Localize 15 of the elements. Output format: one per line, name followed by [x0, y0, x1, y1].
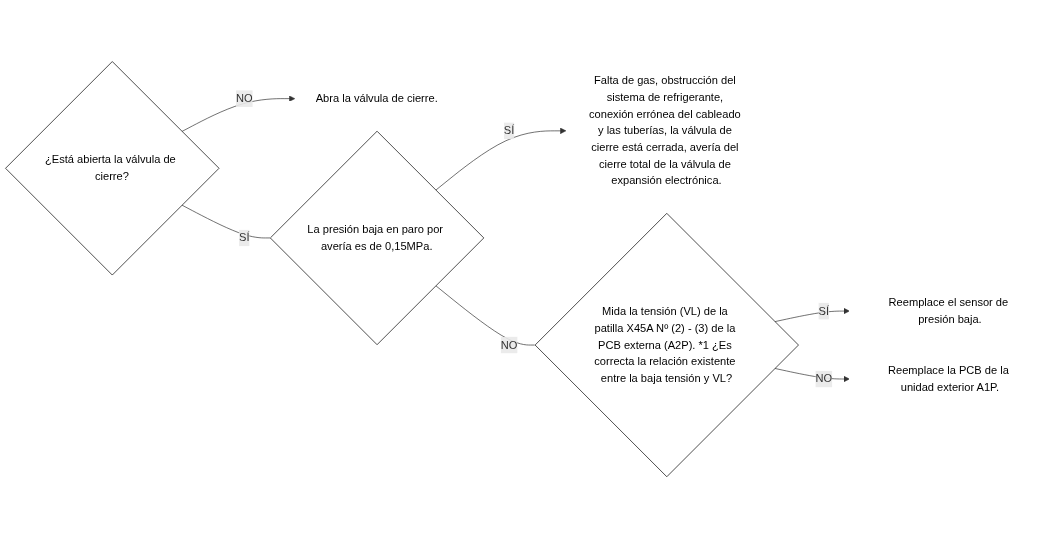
node-text: Reemplace el sensor de presión baja. [888, 296, 1009, 325]
node-text: Reemplace la PCB de la unidad exterior A1P. [887, 364, 1009, 393]
edge-label: SÍ [503, 124, 515, 137]
node-diamond: La presión baja en paro por avería es de 0,15MPa. [270, 130, 485, 345]
connector [435, 285, 536, 346]
connector [181, 204, 271, 239]
edge-label: SÍ [239, 231, 250, 244]
edge-label: SÍ [818, 304, 830, 317]
edge-label: NO [236, 92, 253, 105]
node-diamond: ¿Está abierta la válvula de cierre? [5, 61, 220, 276]
edge-label: NO [500, 338, 518, 351]
edge-label: NO [815, 372, 833, 385]
node-diamond: Mida la tensión (VL) de la patilla X45A Nº (2) - (3) de la PCB externa (A2P). *1 ¿Es correcta la relación existente entre la baja tensión y VL? [534, 212, 799, 477]
node-text: Abra la válvula de cierre. [315, 92, 438, 105]
node-text: Falta de gas, obstrucción del sistema de refrigerante, conexión errónea del cableado y las tuberías, la válvula de cierre está cerrada, avería del cierre total de la válvula de expansión electrónica. [589, 74, 741, 187]
